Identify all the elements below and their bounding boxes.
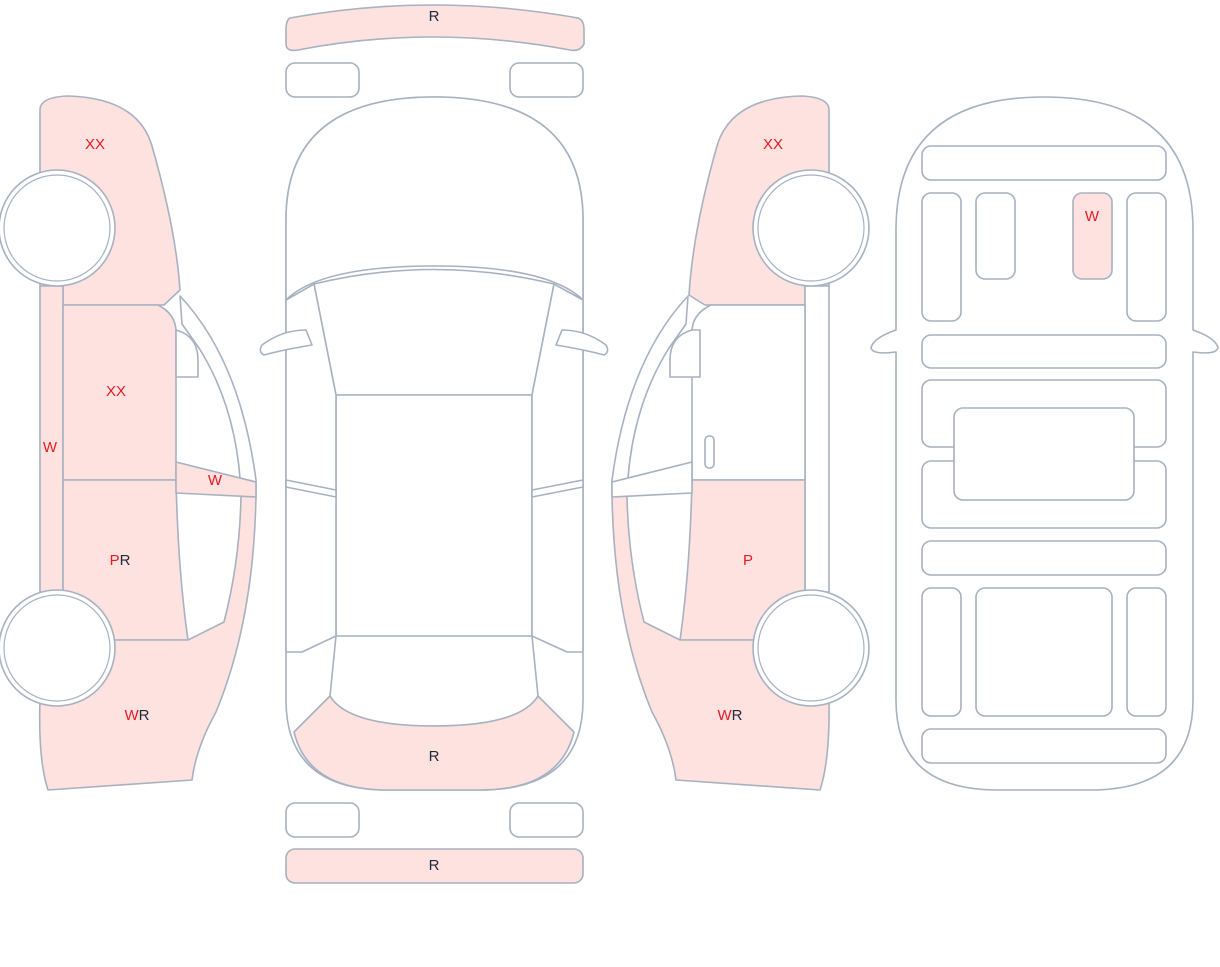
top-left-mirror [259,329,313,356]
damage-code-letter: R [429,748,440,765]
interior-console[interactable] [953,407,1135,501]
interior-seat-front-right[interactable] [1072,192,1113,280]
damage-code-top-rear-bumper: R [429,857,440,874]
damage-code-labels: R R R XX XX W W PR WR XX P WR W [43,8,1100,874]
damage-code-letter: W [43,439,58,456]
interior-center-bar[interactable] [921,334,1167,369]
top-front-left-light[interactable] [285,62,360,98]
damage-code-left-front-fender: XX [85,136,105,153]
left-front-wheel-rim [3,174,111,282]
damage-code-letter: R [429,8,440,25]
top-rear-bumper[interactable] [285,848,584,884]
top-roof[interactable] [335,394,533,651]
interior-dashboard[interactable] [921,145,1167,181]
left-front-door[interactable] [62,304,177,481]
right-mirror [611,461,693,498]
right-door-handle [704,435,715,469]
top-right-side-windows [531,283,584,653]
interior-rear-bench[interactable] [921,540,1167,576]
damage-code-letter: XX [85,136,105,153]
top-right-door-handle [531,479,584,498]
damage-code-letter: R [139,707,150,724]
interior-rear-left-trim[interactable] [921,587,962,717]
damage-code-left-sill: W [43,439,58,456]
damage-code-letter: W [1085,208,1100,225]
interior-front-right-door-trim[interactable] [1126,192,1167,322]
right-sill [804,285,830,593]
top-front-right-light[interactable] [509,62,584,98]
interior-front-left-door-trim[interactable] [921,192,962,322]
top-windshield[interactable] [313,268,555,396]
right-rear-quarter[interactable] [611,494,830,791]
interior-rear-right-trim[interactable] [1126,587,1167,717]
interior-seat-front-left[interactable] [975,192,1016,280]
damage-code-letter: P [110,552,120,569]
damage-code-letter: W [124,707,139,724]
damage-code-letter: XX [106,383,126,400]
damage-code-letter: W [208,472,223,489]
left-mirror[interactable] [175,461,257,498]
left-rear-wheel-rim [3,594,111,702]
damage-code-left-rear-quarter: WR [124,707,149,724]
right-side-view [611,95,870,791]
damage-code-interior-seat-front-right: W [1085,208,1100,225]
damage-code-left-front-door: XX [106,383,126,400]
damage-code-top-front-bumper: R [429,8,440,25]
top-rear-right-light[interactable] [509,802,584,838]
damage-code-letter: R [732,707,743,724]
interior-view [870,96,1219,791]
top-rear-left-light[interactable] [285,802,360,838]
damage-code-right-rear-door: P [743,552,753,569]
top-hood[interactable] [285,96,584,301]
damage-code-letter: R [120,552,131,569]
right-front-wheel-rim [757,174,865,282]
damage-code-letter: R [429,857,440,874]
interior-cargo-area[interactable] [975,587,1113,717]
top-left-door-handle [285,479,337,498]
damage-code-letter: XX [763,136,783,153]
right-quarter-glass [669,329,701,378]
damage-code-top-trunk: R [429,748,440,765]
damage-code-letter: W [717,707,732,724]
right-rear-wheel-rim [757,594,865,702]
damage-code-letter: P [743,552,753,569]
top-trunk[interactable] [293,695,575,791]
damage-code-left-mirror: W [208,472,223,489]
damage-code-right-rear-quarter: WR [717,707,742,724]
damage-code-right-front-fender: XX [763,136,783,153]
right-front-door[interactable] [691,304,806,481]
left-side-view [0,95,257,791]
left-rear-quarter[interactable] [38,494,257,791]
interior-rear-shelf[interactable] [921,728,1167,764]
top-view [259,4,609,884]
top-left-side-windows [285,283,337,653]
top-right-mirror [555,329,609,356]
left-quarter-glass [175,329,199,378]
top-front-bumper[interactable] [285,4,585,52]
top-rear-window[interactable] [329,635,539,727]
damage-code-left-rear-door: PR [110,552,131,569]
